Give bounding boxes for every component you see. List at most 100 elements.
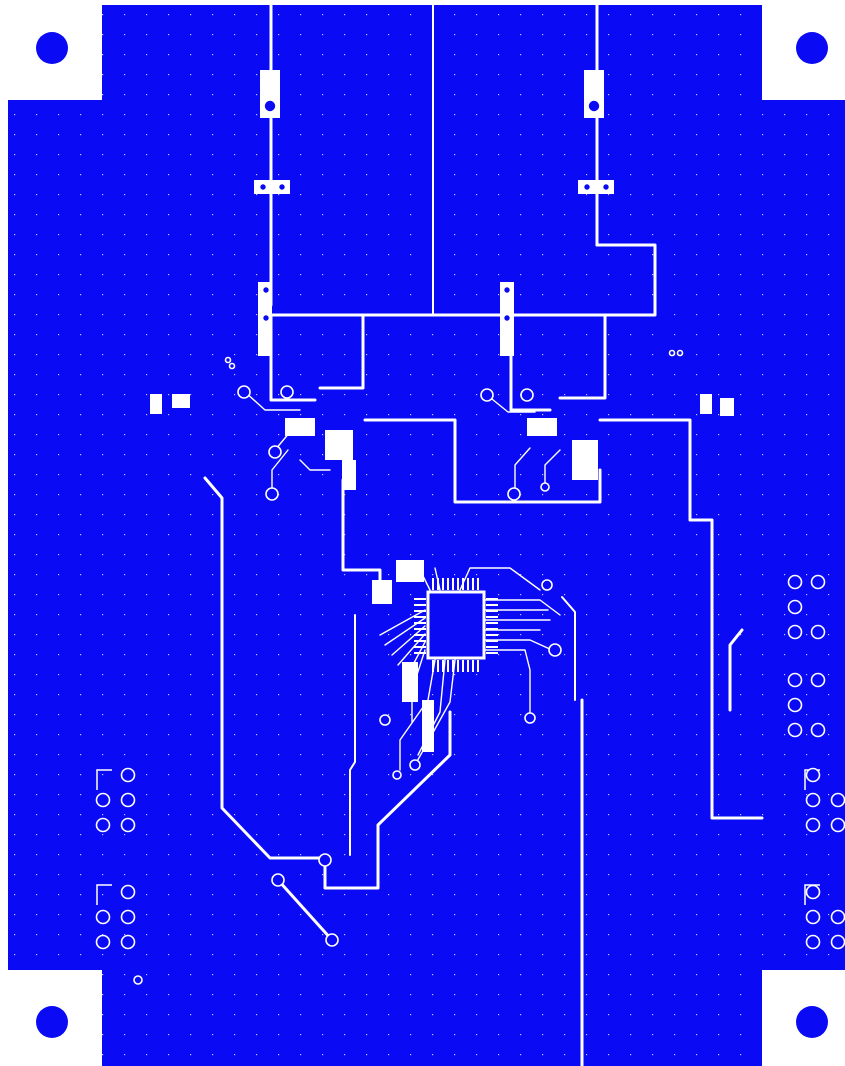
stitch-dot	[652, 574, 654, 576]
stitch-dot	[542, 134, 544, 136]
stitch-dot	[454, 74, 456, 76]
stitch-dot	[762, 494, 764, 496]
stitch-dot	[58, 934, 60, 936]
stitch-dot	[300, 334, 302, 336]
pad-regulator-right	[527, 418, 557, 436]
stitch-dot	[278, 1054, 280, 1056]
stitch-dot	[432, 494, 434, 496]
mounting-hole-top-right	[796, 32, 828, 64]
ic-qfp	[414, 578, 498, 672]
stitch-dot	[520, 154, 522, 156]
stitch-dot	[498, 174, 500, 176]
stitch-dot	[740, 54, 742, 56]
stitch-dot	[36, 994, 38, 996]
stitch-dot	[564, 1054, 566, 1056]
stitch-dot	[146, 1034, 148, 1036]
stitch-dot	[388, 514, 390, 516]
stitch-dot	[586, 634, 588, 636]
stitch-dot	[564, 654, 566, 656]
stitch-dot	[784, 934, 786, 936]
stitch-dot	[168, 614, 170, 616]
stitch-dot	[586, 14, 588, 16]
stitch-dot	[608, 334, 610, 336]
stitch-dot	[146, 74, 148, 76]
stitch-dot	[608, 494, 610, 496]
stitch-dot	[344, 734, 346, 736]
stitch-dot	[498, 874, 500, 876]
stitch-dot	[718, 514, 720, 516]
ic-pin	[486, 616, 498, 618]
stitch-dot	[256, 1014, 258, 1016]
stitch-dot	[190, 494, 192, 496]
stitch-dot	[784, 814, 786, 816]
stitch-dot	[828, 114, 830, 116]
stitch-dot	[124, 394, 126, 396]
stitch-dot	[190, 1054, 192, 1056]
stitch-dot	[520, 894, 522, 896]
stitch-dot	[410, 434, 412, 436]
ic-pin	[477, 660, 479, 672]
stitch-dot	[256, 34, 258, 36]
stitch-dot	[146, 934, 148, 936]
stitch-dot	[828, 414, 830, 416]
stitch-dot	[454, 134, 456, 136]
stitch-dot	[542, 354, 544, 356]
stitch-dot	[124, 134, 126, 136]
stitch-dot	[542, 594, 544, 596]
stitch-dot	[784, 154, 786, 156]
stitch-dot	[740, 514, 742, 516]
stitch-dot	[344, 494, 346, 496]
stitch-dot	[520, 714, 522, 716]
stitch-dot	[102, 654, 104, 656]
stitch-dot	[190, 314, 192, 316]
stitch-dot	[102, 494, 104, 496]
stitch-dot	[212, 994, 214, 996]
stitch-dot	[80, 594, 82, 596]
stitch-dot	[454, 334, 456, 336]
stitch-dot	[212, 34, 214, 36]
stitch-dot	[344, 814, 346, 816]
ic-pin	[486, 622, 498, 624]
stitch-dot	[476, 794, 478, 796]
stitch-dot	[344, 914, 346, 916]
stitch-dot	[498, 674, 500, 676]
stitch-dot	[300, 594, 302, 596]
stitch-dot	[432, 814, 434, 816]
stitch-dot	[498, 554, 500, 556]
stitch-dot	[58, 154, 60, 156]
stitch-dot	[344, 294, 346, 296]
stitch-dot	[828, 214, 830, 216]
stitch-dot	[740, 634, 742, 636]
stitch-dot	[542, 894, 544, 896]
stitch-dot	[256, 94, 258, 96]
stitch-dot	[542, 114, 544, 116]
stitch-dot	[124, 114, 126, 116]
stitch-dot	[564, 954, 566, 956]
stitch-dot	[344, 854, 346, 856]
stitch-dot	[146, 814, 148, 816]
stitch-dot	[432, 434, 434, 436]
stitch-dot	[212, 734, 214, 736]
stitch-dot	[322, 914, 324, 916]
stitch-dot	[388, 834, 390, 836]
stitch-dot	[674, 254, 676, 256]
stitch-dot	[806, 1054, 808, 1056]
stitch-dot	[36, 874, 38, 876]
stitch-dot	[14, 74, 16, 76]
stitch-dot	[652, 694, 654, 696]
stitch-dot	[366, 954, 368, 956]
stitch-dot	[564, 674, 566, 676]
stitch-dot	[212, 394, 214, 396]
stitch-dot	[674, 554, 676, 556]
stitch-dot	[432, 334, 434, 336]
stitch-dot	[322, 774, 324, 776]
stitch-dot	[366, 994, 368, 996]
stitch-dot	[630, 834, 632, 836]
stitch-dot	[740, 854, 742, 856]
stitch-dot	[58, 714, 60, 716]
stitch-dot	[608, 434, 610, 436]
stitch-dot	[674, 814, 676, 816]
stitch-dot	[696, 1054, 698, 1056]
mounting-hole-bottom-left	[36, 1006, 68, 1038]
stitch-dot	[124, 34, 126, 36]
